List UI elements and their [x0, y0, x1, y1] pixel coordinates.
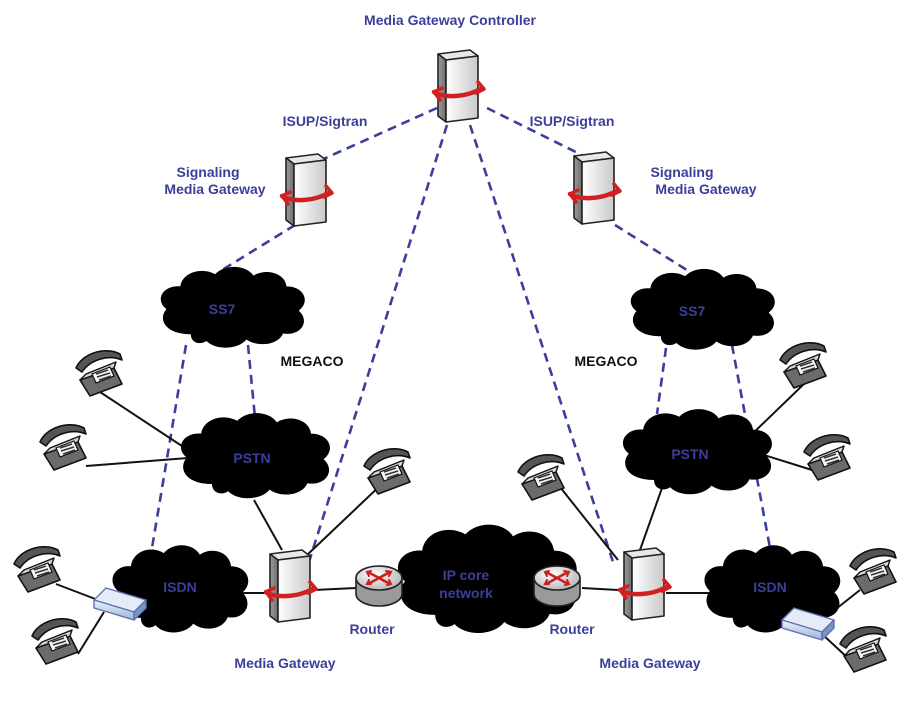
ip-core-label-line1: IP core [443, 567, 490, 583]
router-icon-left [354, 564, 404, 608]
telephone-icon [75, 350, 123, 397]
pstn-label-left: PSTN [233, 450, 270, 466]
signaling-gateway-label-right-line1: Signaling [651, 164, 714, 180]
ss7-label-right: SS7 [679, 303, 706, 319]
signaling-gateway-label-right-line2: Media Gateway [655, 181, 756, 197]
isup-sigtran-label-left: ISUP/Sigtran [283, 113, 368, 129]
telephone-icon [363, 448, 411, 495]
dashed-signaling-links [150, 106, 772, 566]
telephone-icon [39, 424, 87, 471]
isdn-label-left: ISDN [163, 579, 196, 595]
ss7-label-left: SS7 [209, 301, 236, 317]
router-label-right: Router [549, 621, 595, 637]
ip-core-label-line2: network [439, 585, 493, 601]
signaling-gateway-icon-left [282, 154, 332, 226]
telephone-icon [779, 342, 827, 389]
media-gateway-label-right: Media Gateway [599, 655, 700, 671]
pstn-label-right: PSTN [671, 446, 708, 462]
signaling-gateway-label-left-line1: Signaling [177, 164, 240, 180]
media-gateway-icon-right [620, 548, 670, 620]
isup-sigtran-label-right: ISUP/Sigtran [530, 113, 615, 129]
megaco-label-right: MEGACO [575, 353, 638, 369]
telephone-icon [31, 618, 79, 665]
router-icon-right [532, 564, 582, 608]
media-gateway-controller-label: Media Gateway Controller [364, 12, 536, 28]
telephone-icon [849, 548, 897, 595]
router-label-left: Router [349, 621, 395, 637]
telephone-icon [839, 626, 887, 673]
media-gateway-icon-left [266, 550, 316, 622]
telephone-icon [13, 546, 61, 593]
signaling-gateway-label-left-line2: Media Gateway [164, 181, 265, 197]
signaling-gateway-icon-right [570, 152, 620, 224]
telephone-icon [803, 434, 851, 481]
megaco-label-left: MEGACO [281, 353, 344, 369]
telephone-icon [517, 454, 565, 501]
media-gateway-controller-icon [434, 50, 484, 122]
media-gateway-label-left: Media Gateway [234, 655, 335, 671]
isdn-label-right: ISDN [753, 579, 786, 595]
